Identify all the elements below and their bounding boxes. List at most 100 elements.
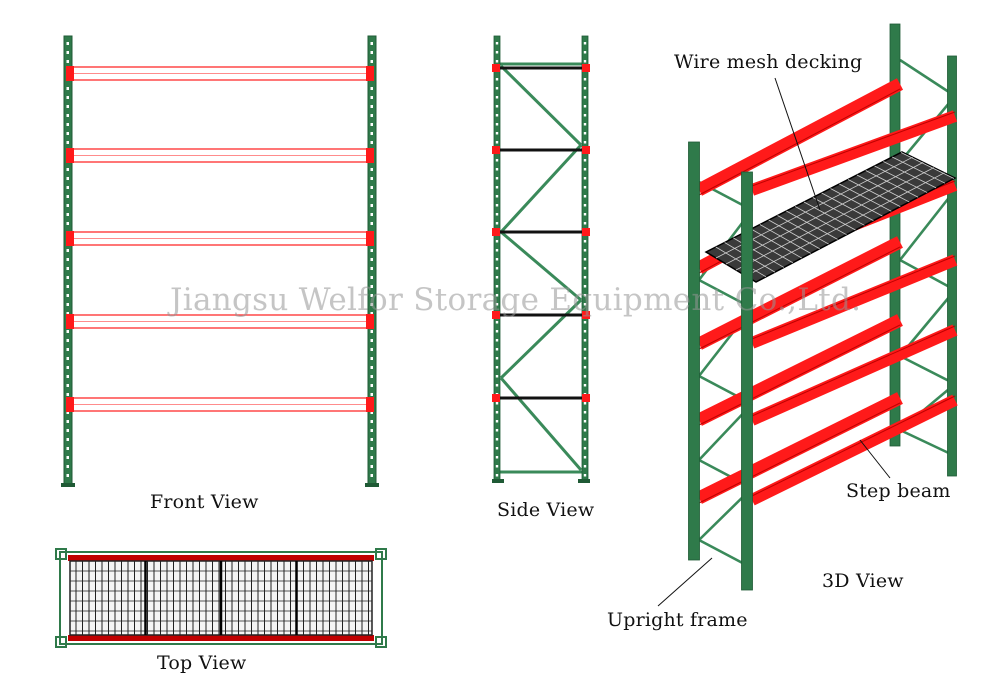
upright-punch-hole <box>370 87 373 90</box>
upright-punch-hole <box>66 60 69 63</box>
3d-front-upright <box>741 171 753 591</box>
upright-punch-hole <box>370 438 373 441</box>
front-view-label: Front View <box>150 491 259 513</box>
upright-punch-hole <box>583 402 587 405</box>
upright-punch-hole <box>370 285 373 288</box>
upright-punch-hole <box>370 51 373 54</box>
upright-punch-hole <box>495 294 499 297</box>
upright-punch-hole <box>583 96 587 99</box>
upright-punch-hole <box>66 420 69 423</box>
decking-wire <box>786 210 838 240</box>
upright-punch-hole <box>495 285 499 288</box>
decking-wire <box>803 201 856 231</box>
beam-connector <box>66 66 74 81</box>
beam-connector <box>366 231 374 246</box>
upright-punch-hole <box>370 366 373 369</box>
upright-punch-hole <box>583 249 587 252</box>
upright-punch-hole <box>370 276 373 279</box>
decking-wire <box>750 228 802 259</box>
upright-punch-hole <box>495 384 499 387</box>
upright-footplate <box>61 483 75 487</box>
upright-punch-hole <box>495 411 499 414</box>
upright-punch-hole <box>370 222 373 225</box>
side-beam-end <box>492 146 500 154</box>
upright-footplate <box>578 479 590 483</box>
upright-punch-hole <box>370 474 373 477</box>
upright-punch-hole <box>583 87 587 90</box>
decking-wire <box>715 246 767 278</box>
upright-punch-hole <box>495 420 499 423</box>
upright-punch-hole <box>583 213 587 216</box>
upright-punch-hole <box>66 294 69 297</box>
upright-punch-hole <box>66 465 69 468</box>
upright-punch-hole <box>495 402 499 405</box>
upright-punch-hole <box>495 213 499 216</box>
upright-punch-hole <box>66 141 69 144</box>
3d-front-upright <box>688 141 700 561</box>
upright-punch-hole <box>495 195 499 198</box>
side-diagonal-brace <box>500 230 582 302</box>
upright-punch-hole <box>370 447 373 450</box>
upright-punch-hole <box>66 123 69 126</box>
upright-punch-hole <box>370 393 373 396</box>
decking-wire <box>839 183 892 212</box>
upright-punch-hole <box>66 276 69 279</box>
beam-connector <box>366 148 374 163</box>
upright-punch-hole <box>583 123 587 126</box>
decking-wire <box>865 170 919 198</box>
3d-step-beam <box>749 394 958 506</box>
decking-wire <box>725 162 924 265</box>
3d-rear-upright <box>889 23 901 447</box>
upright-punch-hole <box>583 438 587 441</box>
upright-punch-hole <box>583 267 587 270</box>
3d-beam-edge <box>751 395 956 497</box>
upright-punch-hole <box>495 429 499 432</box>
upright-punch-hole <box>66 177 69 180</box>
top-frame-outline <box>59 551 383 645</box>
upright-punch-hole <box>66 303 69 306</box>
upright-punch-hole <box>370 456 373 459</box>
beam-connector <box>366 66 374 81</box>
upright-punch-hole <box>583 105 587 108</box>
upright-punch-hole <box>370 357 373 360</box>
upright-punch-hole <box>370 267 373 270</box>
side-view-drawing <box>492 35 590 483</box>
upright-punch-hole <box>495 438 499 441</box>
upright-punch-hole <box>495 159 499 162</box>
upright-punch-hole <box>370 312 373 315</box>
upright-punch-hole <box>370 186 373 189</box>
upright-punch-hole <box>370 177 373 180</box>
decking-wire <box>759 224 811 254</box>
beam-connector <box>66 314 74 329</box>
upright-punch-hole <box>583 366 587 369</box>
upright-punch-hole <box>583 420 587 423</box>
upright-punch-hole <box>583 276 587 279</box>
decking-wire <box>768 219 820 250</box>
decking-wire <box>777 215 829 245</box>
decking-wire <box>900 152 955 179</box>
step-beam-label: Step beam <box>846 480 951 502</box>
3d-beam-edge <box>698 246 901 350</box>
3d-step-beam <box>749 324 958 426</box>
side-beam-end <box>582 311 590 319</box>
upright-punch-hole <box>66 249 69 252</box>
top-upright-corner <box>55 636 67 648</box>
upright-punch-hole <box>495 330 499 333</box>
upright-punch-hole <box>370 114 373 117</box>
upright-punch-hole <box>370 294 373 297</box>
side-beam-end <box>582 394 590 402</box>
beam-connector <box>66 148 74 163</box>
3d-beam-edge <box>751 325 956 417</box>
beam-connector <box>66 397 74 412</box>
upright-punch-hole <box>370 195 373 198</box>
upright-punch-hole <box>66 132 69 135</box>
upright-punch-hole <box>370 249 373 252</box>
decking-wire <box>794 206 847 236</box>
watermark: Jiangsu Welfor Storage Equipment Co.,Ltd… <box>170 282 862 318</box>
upright-punch-hole <box>370 411 373 414</box>
upright-punch-hole <box>583 330 587 333</box>
upright-punch-hole <box>495 60 499 63</box>
upright-punch-hole <box>370 420 373 423</box>
decking-leader-line <box>774 77 821 211</box>
upright-punch-hole <box>370 96 373 99</box>
